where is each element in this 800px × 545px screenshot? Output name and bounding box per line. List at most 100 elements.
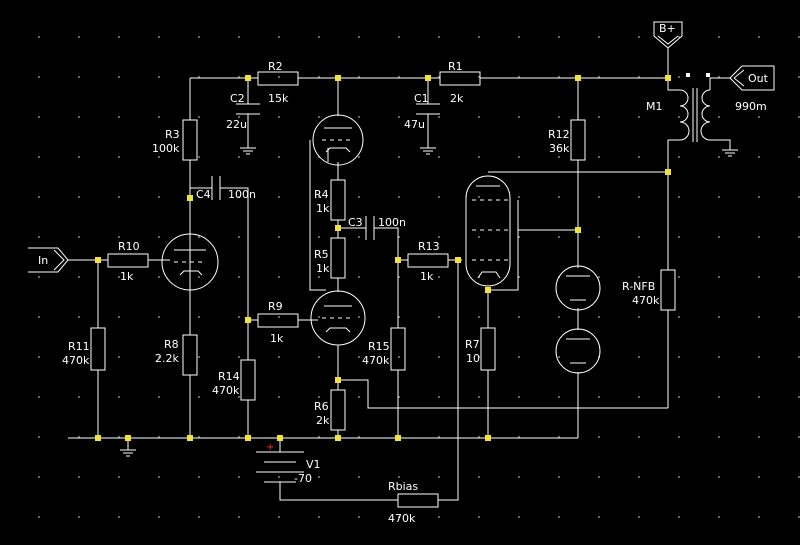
- port-input[interactable]: In: [28, 247, 69, 273]
- grounds: [120, 147, 738, 457]
- port-supply-label: B+: [659, 22, 676, 35]
- resistor-r6[interactable]: [330, 389, 346, 431]
- junction-dot: [485, 435, 491, 441]
- label-r8-name: R8: [164, 338, 179, 351]
- ground-icon: [420, 147, 436, 155]
- resistor-r12[interactable]: [570, 119, 586, 161]
- label-r3-name: R3: [165, 128, 180, 141]
- phase-dot-icon: [686, 73, 690, 77]
- resistors: [90, 71, 676, 508]
- label-c4-value: 100n: [228, 188, 256, 201]
- diode-tube-upper[interactable]: [555, 265, 601, 311]
- label-r13-name: R13: [418, 240, 440, 253]
- resistor-r2[interactable]: [257, 71, 299, 86]
- junction-dot: [485, 287, 491, 293]
- triode-input-tube[interactable]: [161, 233, 219, 291]
- label-r13-value: 1k: [420, 270, 434, 283]
- label-r5-name: R5: [314, 248, 329, 261]
- junction-dot: [125, 435, 131, 441]
- label-r7-value: 10: [466, 352, 480, 365]
- battery-v1[interactable]: +: [256, 442, 304, 488]
- resistor-r9[interactable]: [257, 313, 299, 328]
- capacitors: [211, 103, 440, 240]
- label-r5-value: 1k: [316, 262, 330, 275]
- label-r12-value: 36k: [549, 142, 570, 155]
- polarity-plus-label: +: [266, 442, 274, 453]
- junctions: [95, 75, 671, 441]
- resistor-r3[interactable]: [182, 119, 198, 161]
- label-c4-name: C4: [196, 188, 211, 201]
- label-r4-value: 1k: [316, 202, 330, 215]
- junction-dot: [455, 257, 461, 263]
- label-r10-value: 1k: [120, 270, 134, 283]
- junction-dot: [277, 435, 283, 441]
- label-c1-name: C1: [414, 92, 429, 105]
- label-r9-value: 1k: [270, 332, 284, 345]
- junction-dot: [425, 75, 431, 81]
- resistor-r8[interactable]: [182, 334, 198, 376]
- label-r2-value: 15k: [268, 92, 289, 105]
- label-r11-name: R11: [68, 340, 90, 353]
- label-r10-name: R10: [118, 240, 140, 253]
- label-m1-name: M1: [646, 100, 663, 113]
- label-r4-name: R4: [314, 188, 329, 201]
- label-r7-name: R7: [465, 338, 480, 351]
- resistor-r14[interactable]: [240, 359, 256, 401]
- junction-dot: [95, 257, 101, 263]
- label-r9-name: R9: [268, 300, 283, 313]
- port-input-label: In: [38, 254, 48, 267]
- resistor-r15[interactable]: [390, 327, 406, 371]
- resistor-r4[interactable]: [330, 179, 346, 221]
- resistor-r1[interactable]: [439, 71, 481, 86]
- resistor-r13[interactable]: [407, 253, 449, 268]
- label-m1-value: 990m: [735, 100, 767, 113]
- label-rnfb-name: R-NFB: [622, 280, 655, 293]
- junction-dot: [665, 75, 671, 81]
- label-r12-name: R12: [548, 128, 570, 141]
- ground-icon: [240, 147, 256, 155]
- diode-tube-lower[interactable]: [555, 328, 601, 374]
- label-r11-value: 470k: [62, 354, 90, 367]
- wires: [68, 48, 680, 501]
- capacitor-c4[interactable]: [211, 176, 221, 200]
- output-transformer[interactable]: [679, 73, 731, 150]
- capacitor-c3[interactable]: [365, 216, 375, 240]
- resistor-rbias[interactable]: [397, 493, 439, 508]
- label-c2-name: C2: [230, 92, 245, 105]
- label-r8-value: 2.2k: [155, 352, 179, 365]
- label-r3-value: 100k: [152, 142, 180, 155]
- ground-icon: [120, 449, 136, 457]
- resistor-r11[interactable]: [90, 327, 106, 371]
- tubes: [161, 114, 601, 374]
- pentode-output-tube[interactable]: [465, 175, 511, 287]
- triode-upper-tube[interactable]: [312, 114, 364, 166]
- port-output[interactable]: Out: [729, 65, 775, 91]
- ports: B+ In Out: [28, 21, 775, 273]
- junction-dot: [245, 75, 251, 81]
- resistor-r7[interactable]: [480, 327, 496, 371]
- junction-dot: [395, 257, 401, 263]
- label-r15-name: R15: [368, 340, 390, 353]
- junction-dot: [187, 195, 193, 201]
- label-c3-value: 100n: [378, 216, 406, 229]
- capacitor-c1[interactable]: [416, 103, 440, 115]
- triode-lower-tube[interactable]: [310, 290, 366, 346]
- resistor-r5[interactable]: [330, 237, 346, 279]
- port-supply[interactable]: B+: [653, 21, 683, 49]
- junction-dot: [95, 435, 101, 441]
- label-r14-name: R14: [218, 370, 240, 383]
- resistor-rnfb[interactable]: [660, 269, 676, 311]
- label-rnfb-value: 470k: [632, 294, 660, 307]
- ground-icon: [722, 149, 738, 157]
- label-r15-value: 470k: [362, 354, 390, 367]
- junction-dot: [575, 227, 581, 233]
- label-rbias-value: 470k: [388, 512, 416, 525]
- resistor-r10[interactable]: [107, 253, 149, 268]
- label-c2-value: 22u: [226, 118, 247, 131]
- capacitor-c2[interactable]: [236, 103, 260, 115]
- label-r6-value: 2k: [316, 414, 330, 427]
- port-output-label: Out: [748, 72, 769, 85]
- label-r1-value: 2k: [450, 92, 464, 105]
- junction-dot: [245, 317, 251, 323]
